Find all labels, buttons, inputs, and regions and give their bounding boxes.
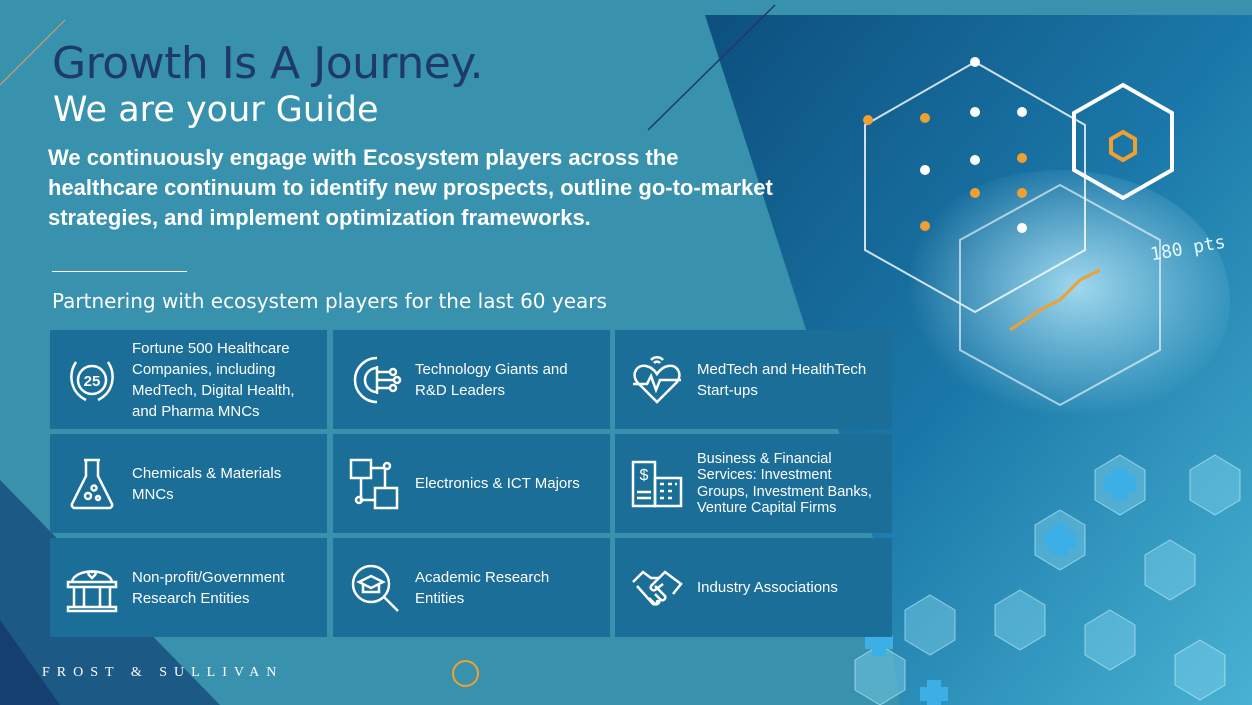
tile-medtech-startups: MedTech and HealthTech Start-ups bbox=[615, 330, 892, 429]
government-building-icon bbox=[66, 569, 118, 612]
divider bbox=[52, 271, 187, 272]
tile-financial-services: $ Business & Financial Services: Investm… bbox=[615, 434, 892, 533]
svg-text:$: $ bbox=[640, 467, 649, 484]
flask-icon bbox=[70, 458, 114, 509]
frost-sullivan-logo: FROST & SULLIVAN bbox=[42, 665, 284, 680]
tile-label: Electronics & ICT Majors bbox=[415, 475, 580, 492]
network-blocks-icon bbox=[349, 458, 399, 509]
page-title: Growth Is A Journey. bbox=[52, 38, 484, 89]
lead-paragraph: We continuously engage with Ecosystem pl… bbox=[48, 145, 773, 230]
tile-label: Non-profit/Government Research Entities bbox=[132, 568, 285, 607]
tile-label: Industry Associations bbox=[697, 579, 838, 596]
tile-technology-giants: Technology Giants and R&D Leaders bbox=[333, 330, 610, 429]
tile-electronics: Electronics & ICT Majors bbox=[333, 434, 610, 533]
tile-label: MedTech and HealthTech Start-ups bbox=[697, 360, 867, 399]
laurel-25-icon: 25 bbox=[70, 360, 114, 401]
handshake-icon bbox=[632, 569, 683, 606]
hexagon-graphics bbox=[864, 60, 1174, 407]
tile-industry-associations: Industry Associations bbox=[615, 538, 892, 637]
svg-text:25: 25 bbox=[84, 373, 101, 390]
gear-circuit-icon bbox=[353, 356, 402, 403]
tile-academic-research: Academic Research Entities bbox=[333, 538, 610, 637]
tile-label: Technology Giants and R&D Leaders bbox=[415, 360, 568, 399]
partner-heading: Partnering with ecosystem players for th… bbox=[52, 289, 607, 313]
tile-chemicals: Chemicals & Materials MNCs bbox=[50, 434, 327, 533]
heart-pulse-icon bbox=[633, 355, 681, 404]
graduation-search-icon bbox=[351, 564, 399, 612]
page-subtitle: We are your Guide bbox=[53, 90, 379, 130]
tile-label: Academic Research Entities bbox=[415, 568, 550, 607]
orange-ring-decoration bbox=[452, 660, 479, 687]
tile-nonprofit-government: Non-profit/Government Research Entities bbox=[50, 538, 327, 637]
tile-label: Business & Financial Services: Investmen… bbox=[697, 450, 872, 517]
tile-label: Fortune 500 Healthcare Companies, includ… bbox=[132, 339, 295, 420]
tile-fortune-500: 25 Fortune 500 Healthcare Companies, inc… bbox=[50, 330, 327, 429]
tile-label: Chemicals & Materials MNCs bbox=[132, 464, 282, 503]
finance-building-icon: $ bbox=[631, 460, 683, 507]
